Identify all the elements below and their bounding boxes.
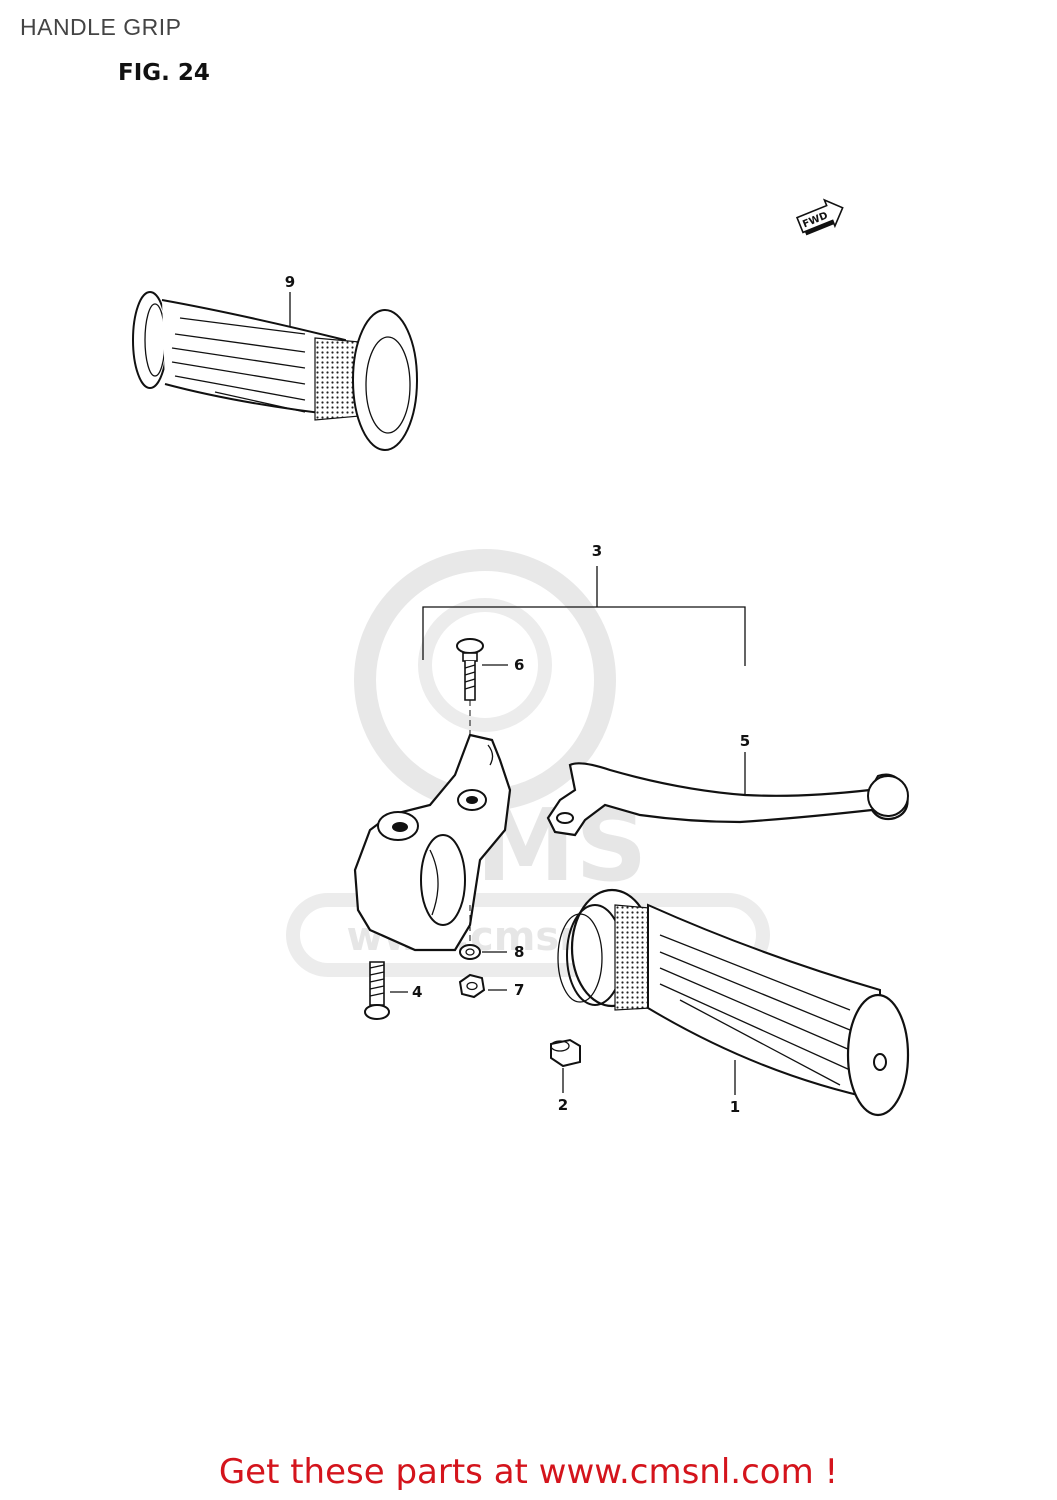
part-6-pivot-screw bbox=[456, 638, 508, 790]
callout-6: 6 bbox=[514, 656, 524, 674]
callout-5: 5 bbox=[740, 732, 750, 750]
lever-holder-body bbox=[353, 733, 512, 952]
part-8-washer bbox=[459, 905, 507, 960]
fwd-arrow-icon: FWD bbox=[795, 198, 844, 236]
part-2-plug bbox=[550, 1038, 581, 1093]
footer-shop-link[interactable]: Get these parts at www.cmsnl.com ! bbox=[218, 1452, 839, 1492]
part-4-clamp-bolt bbox=[364, 961, 408, 1020]
callout-7: 7 bbox=[514, 981, 524, 999]
callout-3: 3 bbox=[592, 542, 602, 560]
figure-label: FIG. 24 bbox=[118, 60, 210, 86]
part-5-brake-lever bbox=[546, 752, 909, 837]
callout-9: 9 bbox=[285, 273, 295, 291]
callout-8: 8 bbox=[514, 943, 524, 961]
callout-4: 4 bbox=[412, 983, 422, 1001]
page-title: HANDLE GRIP bbox=[20, 14, 182, 40]
part-7-nut bbox=[458, 973, 507, 999]
assembly-3-bracket bbox=[422, 566, 746, 666]
part-9-left-grip bbox=[132, 291, 418, 451]
callout-1: 1 bbox=[730, 1098, 740, 1116]
part-1-right-grip bbox=[557, 888, 910, 1117]
callout-2: 2 bbox=[558, 1096, 568, 1114]
